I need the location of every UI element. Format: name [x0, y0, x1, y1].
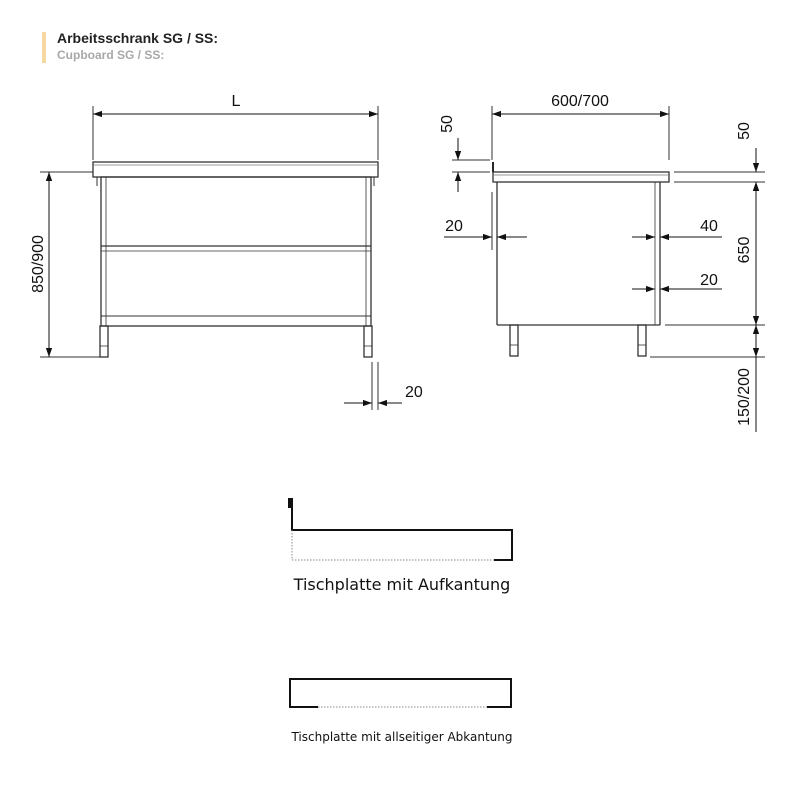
title-german: Arbeitsschrank SG / SS:: [57, 30, 219, 46]
front-leg-right: [363, 325, 373, 358]
title-english: Cupboard SG / SS:: [57, 48, 165, 62]
length-label: L: [232, 93, 241, 110]
front-worktop: [92, 161, 379, 178]
upstand-caption: Tischplatte mit Aufkantung: [293, 575, 511, 594]
profile-upstand: [288, 498, 513, 561]
all-round-caption: Tischplatte mit allseitiger Abkantung: [290, 730, 512, 744]
front-leg-left: [99, 325, 109, 358]
panel-offset-right-top-label: 40: [700, 218, 718, 235]
leg-width-label: 20: [405, 384, 423, 401]
side-worktop: [492, 171, 670, 183]
profile-all-round: [289, 678, 512, 708]
top-thickness-left-label: 50: [439, 115, 456, 133]
height-label: 850/900: [30, 235, 47, 293]
side-leg-back: [637, 324, 647, 357]
accent-bar: [42, 32, 46, 63]
top-thickness-right-label: 50: [736, 122, 753, 140]
panel-offset-left-label: 20: [445, 218, 463, 235]
side-leg-front: [509, 324, 519, 357]
depth-label: 600/700: [551, 93, 609, 110]
leg-height-label: 150/200: [736, 368, 753, 426]
side-view: [444, 106, 765, 432]
body-height-label: 650: [736, 237, 753, 264]
front-body: [100, 176, 372, 327]
panel-offset-right-bottom-label: 20: [700, 272, 718, 289]
front-view: [40, 106, 402, 410]
